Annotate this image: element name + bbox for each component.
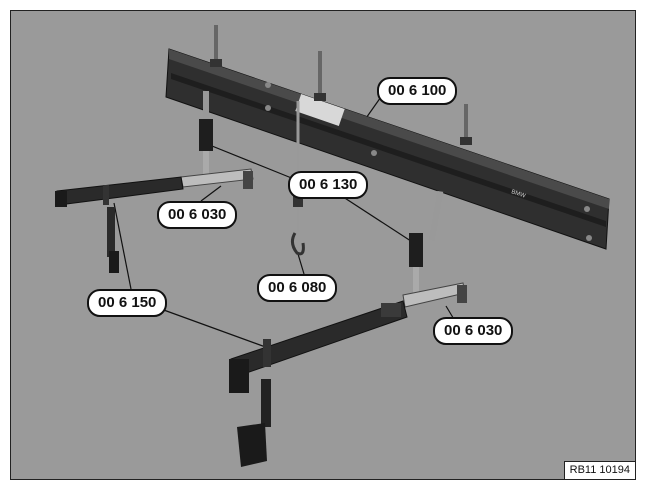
svg-text:BMW: BMW (510, 189, 526, 200)
leader-hook (297, 253, 305, 275)
hook-00-6-080 (290, 101, 305, 256)
clamp-00-6-130-right (409, 233, 423, 267)
right-post (409, 190, 444, 297)
callout-00-6-150: 00 6 150 (87, 289, 168, 317)
clamp-00-6-130-left (199, 119, 213, 151)
left-post (199, 91, 213, 179)
callout-00-6-080: 00 6 080 (257, 274, 338, 302)
leader-arm-upper (113, 202, 132, 290)
spindles (214, 25, 468, 141)
beam-00-6-100: BMW (165, 48, 610, 250)
leader-arm-lower (160, 308, 272, 350)
tool-photo: BMW (55, 25, 610, 467)
beam-label-plate (295, 94, 345, 126)
illustration-frame: BMW (10, 10, 636, 480)
spindle-nuts (210, 59, 472, 145)
leader-upper-mount-right (333, 190, 418, 246)
callout-00-6-100: 00 6 100 (377, 77, 458, 105)
foot-00-6-030-right (402, 282, 467, 308)
callout-00-6-030-left: 00 6 030 (157, 201, 238, 229)
arm-00-6-150-right (229, 300, 408, 467)
callout-00-6-130: 00 6 130 (288, 171, 369, 199)
foot-00-6-030-left (180, 168, 254, 189)
figure-id: RB11 10194 (563, 461, 635, 479)
callout-00-6-030-right: 00 6 030 (433, 317, 514, 345)
leader-lines (113, 93, 456, 350)
leader-left-foot (200, 185, 222, 202)
arm-00-6-150-left (55, 176, 184, 273)
leader-upper-mount-left (206, 143, 295, 180)
